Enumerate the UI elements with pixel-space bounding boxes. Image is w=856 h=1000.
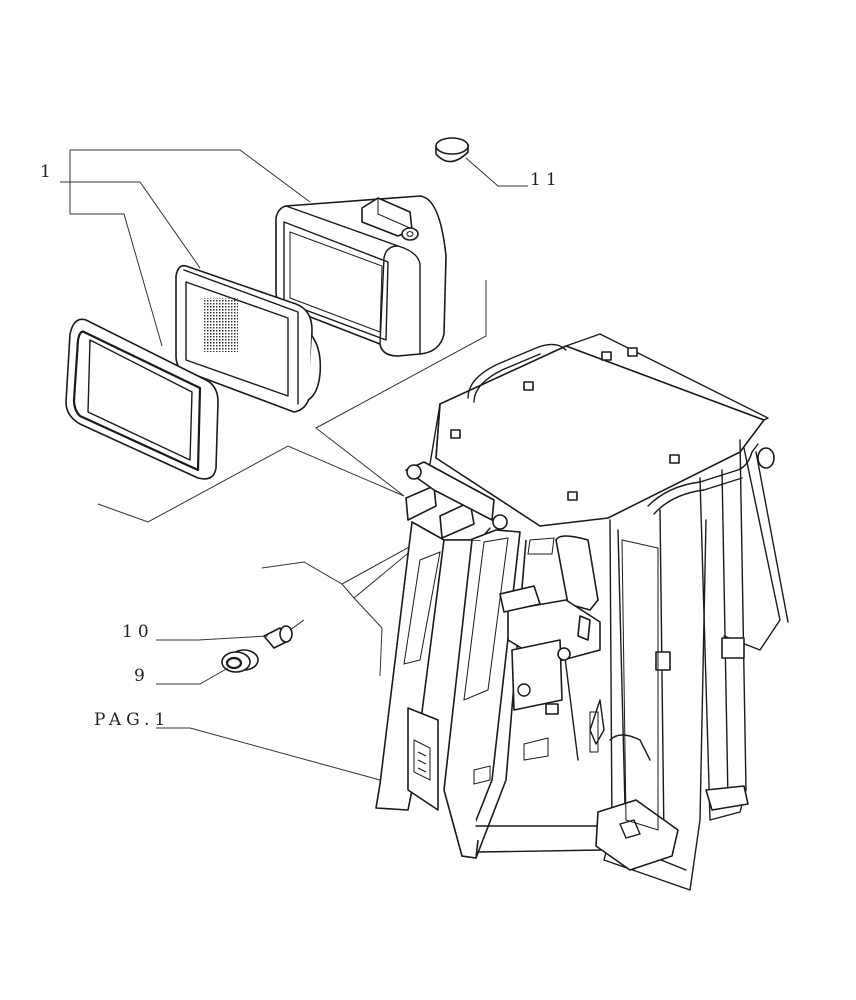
leader-lines [60, 149, 528, 781]
machine-cab [375, 333, 789, 891]
bulb-part [263, 619, 305, 649]
light-bezel [65, 318, 219, 480]
control-panel [413, 739, 431, 781]
callout-11: 11 [530, 170, 562, 190]
light-housing [275, 195, 447, 357]
callout-10: 10 [122, 622, 154, 642]
callout-pag-1: PAG.1 [94, 710, 171, 730]
roof-markers [450, 347, 680, 501]
operator-seat [499, 535, 601, 715]
light-reflector [175, 264, 322, 413]
lens-pattern [204, 298, 238, 352]
callout-1: 1 [40, 162, 56, 182]
grommet-part [221, 649, 259, 673]
callout-9: 9 [134, 666, 150, 686]
cap-part [435, 137, 469, 163]
